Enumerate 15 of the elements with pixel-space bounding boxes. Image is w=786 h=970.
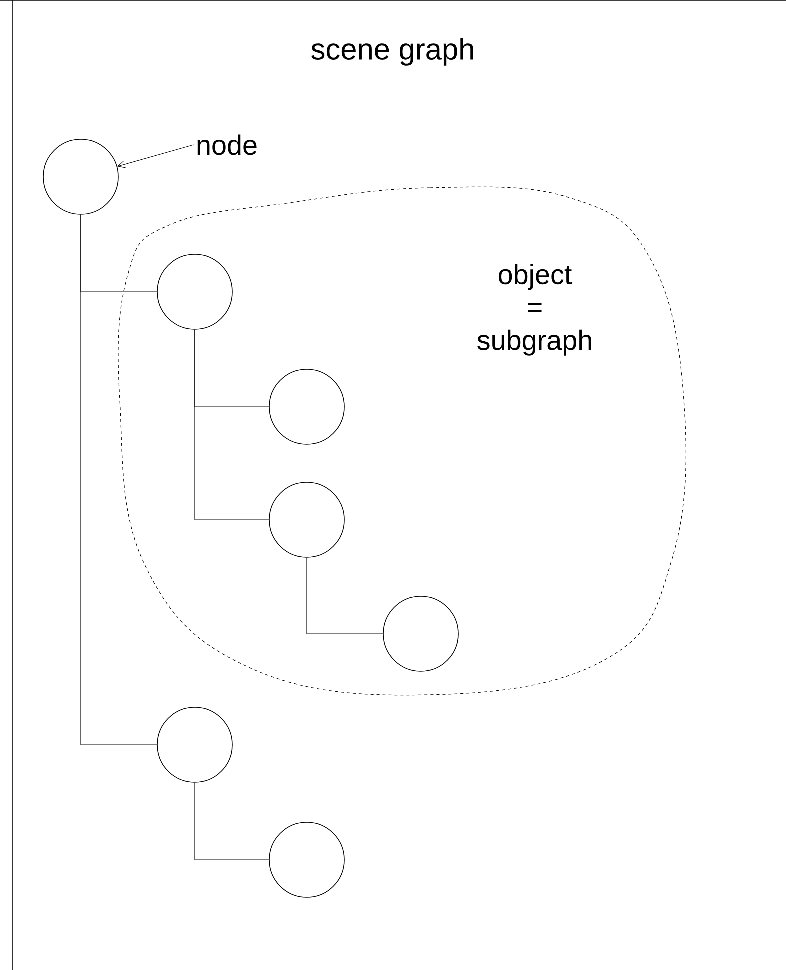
tree-node xyxy=(157,254,233,330)
tree-node xyxy=(269,369,345,445)
node-label: node xyxy=(198,134,257,156)
tree-node xyxy=(269,822,345,898)
subgraph-region: object = subgraph xyxy=(118,186,686,696)
tree-connector xyxy=(80,214,158,746)
tree-node xyxy=(157,707,233,783)
tree-connector xyxy=(194,782,270,860)
tree-connector xyxy=(194,330,270,520)
tree-node xyxy=(43,139,119,215)
title: scene graph xyxy=(312,38,474,66)
tree-node xyxy=(269,482,345,558)
leader-arrow xyxy=(117,144,194,168)
tree-connector xyxy=(306,558,384,634)
tree-node xyxy=(383,596,459,672)
